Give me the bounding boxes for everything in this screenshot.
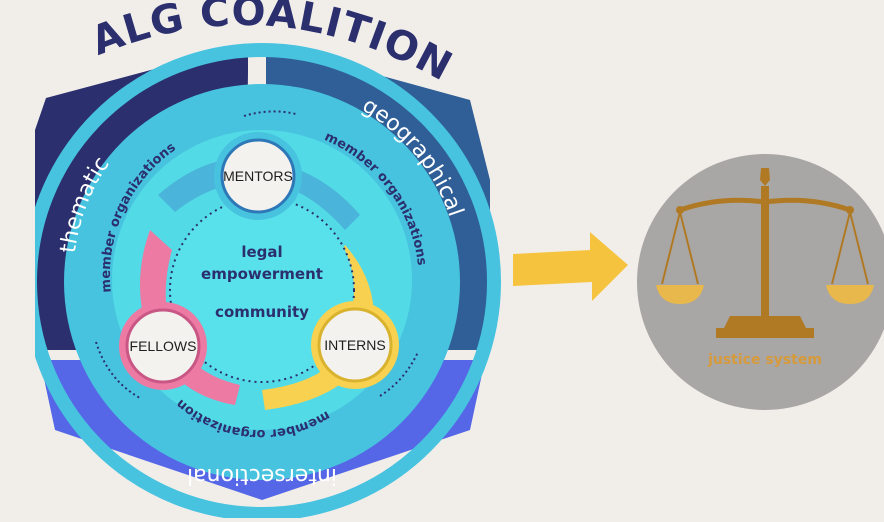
justice-system: justice system: [637, 154, 884, 410]
bg-left: [0, 0, 35, 518]
fellows-label: FELLOWS: [130, 338, 197, 354]
interns-label: INTERNS: [324, 337, 385, 353]
left-pan: [656, 285, 704, 304]
right-arrow-icon: [513, 232, 628, 301]
justice-system-label: justice system: [707, 352, 822, 368]
intersectional-label: intersectional: [187, 463, 337, 488]
interns-node: INTERNS: [311, 301, 399, 389]
rotation-arrow-left: [95, 341, 141, 399]
justice-circle: [637, 154, 884, 410]
fellows-node: FELLOWS: [119, 302, 207, 390]
mentors-node: MENTORS: [214, 132, 302, 220]
right-pan: [826, 285, 874, 304]
center-community: community: [215, 303, 309, 321]
mentors-label: MENTORS: [223, 168, 293, 184]
scales-of-justice-icon: [661, 168, 869, 338]
center-legal: legal: [241, 243, 282, 261]
mentors-swirl: [158, 158, 360, 230]
center-empowerment: empowerment: [201, 265, 323, 283]
rotation-arrow-top: [243, 110, 297, 117]
